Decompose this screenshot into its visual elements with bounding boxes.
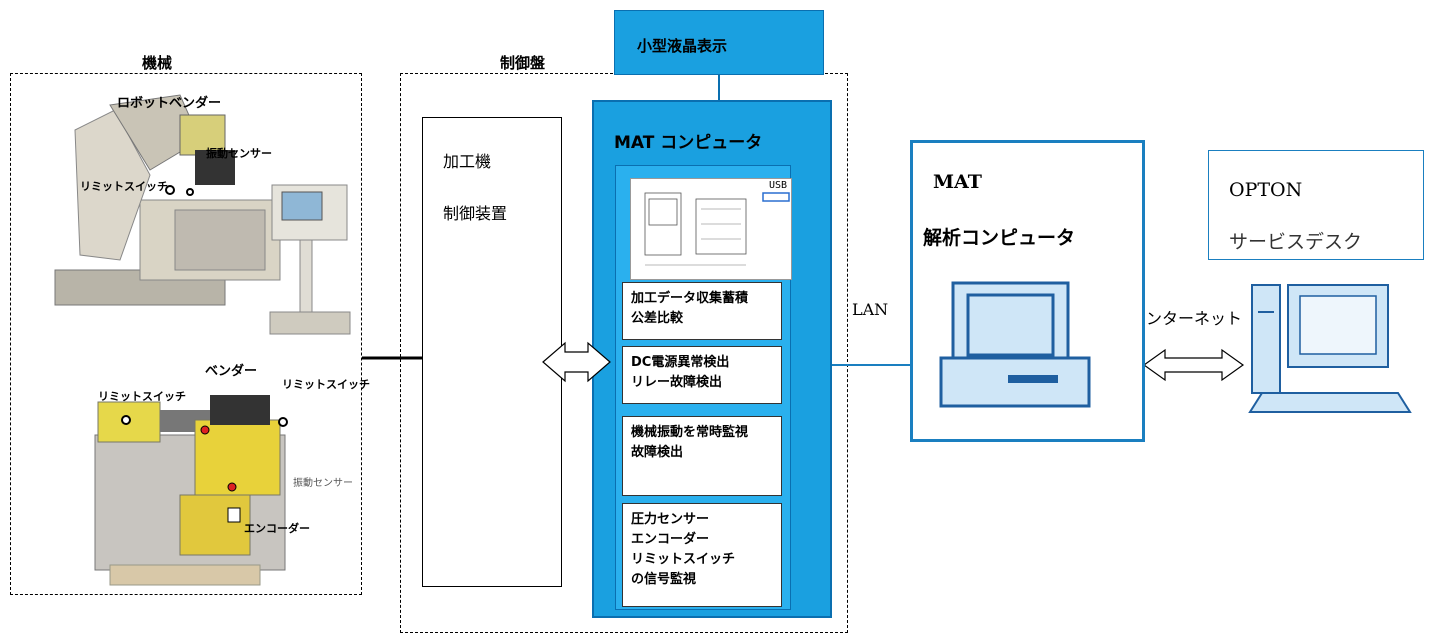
analysis-line2: 解析コンピュータ: [923, 227, 1076, 249]
bender-image: [94, 395, 288, 586]
robot-bender-image: [54, 94, 351, 335]
schematic-image: USB: [630, 178, 792, 280]
usb-label: USB: [768, 180, 787, 191]
service-line2: サービスデスク: [1229, 231, 1363, 253]
robot-bender-label: ロボットベンダー: [117, 96, 222, 111]
small-lcd-label: 小型液晶表示: [637, 37, 728, 55]
analysis-computer-box: MAT 解析コンピュータ: [910, 140, 1145, 442]
service-line1: OPTON: [1229, 179, 1303, 201]
function-4-line4: の信号監視: [631, 572, 697, 587]
function-box-1: 加工データ収集蓄積 公差比較: [622, 282, 782, 340]
vibration-sensor-label-1: 振動センサー: [206, 147, 272, 160]
bender-label: ベンダー: [205, 364, 258, 379]
function-3-line2: 故障検出: [631, 445, 684, 460]
limit-switch-label-2: リミットスイッチ: [98, 390, 186, 403]
controller-box: 加工機 制御装置: [422, 117, 562, 587]
function-4-line1: 圧力センサー: [631, 512, 710, 527]
function-4-line3: リミットスイッチ: [631, 552, 736, 567]
encoder-label: エンコーダー: [244, 522, 310, 535]
function-2-line2: リレー故障検出: [631, 375, 723, 390]
machine-title: 機械: [142, 54, 173, 72]
function-1-line1: 加工データ収集蓄積: [631, 291, 749, 306]
function-box-4: 圧力センサー エンコーダー リミットスイッチ の信号監視: [622, 503, 782, 607]
analysis-line1: MAT: [933, 171, 982, 193]
small-lcd-box: 小型液晶表示: [614, 10, 824, 75]
limit-switch-label-3: リミットスイッチ: [282, 378, 370, 391]
function-1-line2: 公差比較: [631, 311, 684, 326]
service-desk-box: OPTON サービスデスク: [1208, 150, 1424, 260]
analysis-computer-icon: [939, 281, 1091, 408]
vibration-sensor-label-2: 振動センサー: [293, 478, 353, 489]
function-box-2: DC電源異常検出 リレー故障検出: [622, 346, 782, 404]
function-3-line1: 機械振動を常時監視: [631, 425, 749, 440]
internet-label: インターネット: [1130, 309, 1243, 328]
limit-switch-label-1: リミットスイッチ: [80, 180, 168, 193]
controller-line1: 加工機: [443, 152, 492, 171]
function-box-3: 機械振動を常時監視 故障検出: [622, 416, 782, 496]
function-2-line1: DC電源異常検出: [631, 355, 730, 370]
control-panel-title: 制御盤: [500, 54, 546, 72]
mat-computer-title: MAT コンピュータ: [614, 133, 763, 153]
lan-label: LAN: [852, 300, 889, 319]
controller-line2: 制御装置: [443, 204, 508, 223]
function-4-line2: エンコーダー: [631, 532, 710, 547]
machine-frame: [10, 73, 362, 595]
